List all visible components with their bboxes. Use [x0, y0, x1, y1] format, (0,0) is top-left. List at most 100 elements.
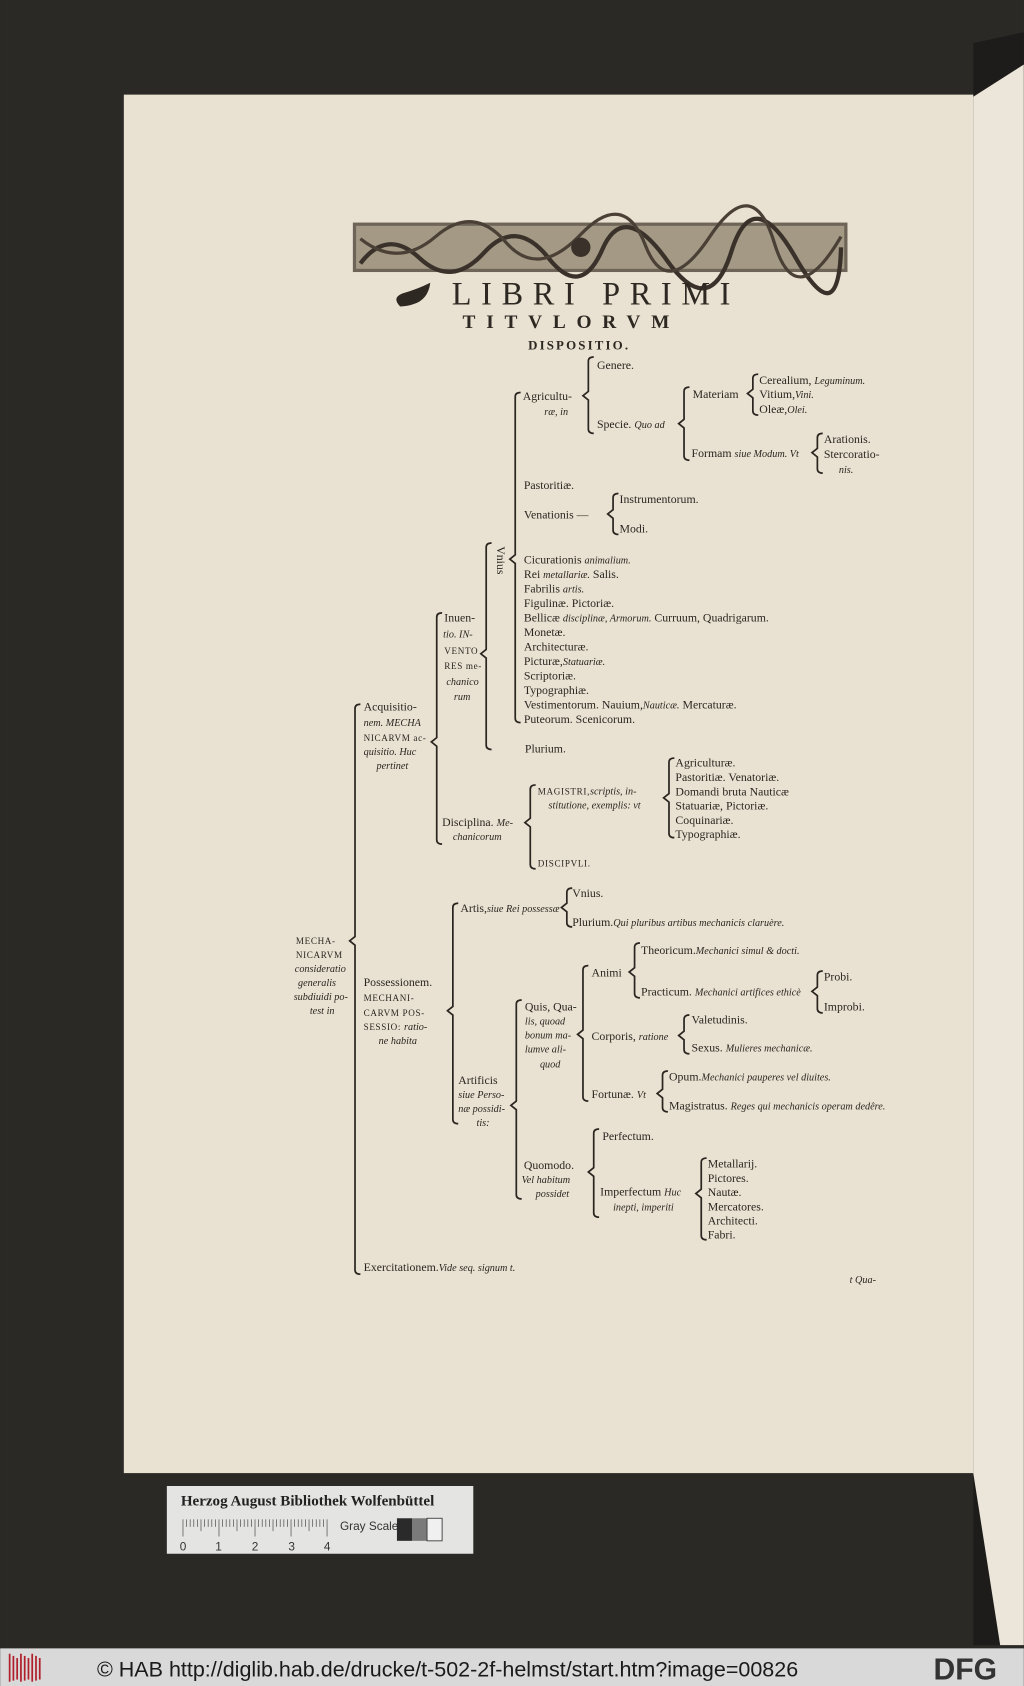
brace	[586, 1128, 600, 1219]
node-animi: Animi	[592, 965, 623, 979]
node-text: ne habita	[379, 1036, 417, 1047]
node-text: test in	[310, 1006, 335, 1017]
node-imperfectum: Imperfectum Huc	[600, 1185, 681, 1199]
brace	[677, 1014, 690, 1055]
node-probi: Probi.	[824, 970, 853, 984]
node-valetudinis: Valetudinis.	[692, 1013, 748, 1027]
list-item: Bellicæ disciplinæ, Armorum. Curruum, Qu…	[524, 610, 769, 624]
brace	[746, 373, 759, 416]
node-text: CARVM POS-	[364, 1008, 425, 1018]
brace	[606, 492, 619, 536]
facing-page-edge	[973, 64, 1024, 1646]
node-venationis: Venationis —	[524, 507, 589, 521]
gray-scale-label: Gray Scale	[340, 1519, 399, 1533]
brace	[655, 1070, 668, 1113]
node-text: lis, quoad	[525, 1017, 566, 1028]
gray-scale-swatch	[396, 1517, 443, 1542]
ruler-tick-label: 0	[180, 1540, 187, 1554]
node-disciplina-2: chanicorum	[453, 832, 502, 843]
list-item: Metallarij.	[708, 1157, 758, 1171]
node-artis: Artis,siue Rei possessæ	[460, 901, 559, 915]
node-text: NICARVM ac-	[364, 733, 427, 743]
brace	[581, 356, 594, 435]
node-magistratus: Magistratus. Reges qui mechanicis operam…	[669, 1099, 885, 1113]
node-text: siue Perso-	[458, 1090, 505, 1101]
node-sexus: Sexus. Mulieres mechanicæ.	[692, 1041, 813, 1055]
node-quomodo-3: possidet	[535, 1189, 571, 1200]
list-item: Nautæ.	[708, 1185, 742, 1199]
ruler-tick-label: 3	[288, 1540, 295, 1554]
synoptic-tree: MECHA- NICARVM consideratio generalis su…	[294, 358, 886, 1274]
node-text: Inuen-	[444, 610, 475, 624]
title-line-1: LIBRI PRIMI	[452, 275, 740, 311]
brace	[479, 542, 492, 751]
node-text: Specie.	[597, 417, 631, 431]
node-text: MECHANI-	[364, 993, 415, 1003]
brace	[446, 902, 459, 1125]
node-arationis: Arationis.	[824, 432, 871, 446]
node-genere: Genere.	[597, 358, 634, 372]
node-magistri-2: stitutione, exemplis: vt	[549, 801, 642, 812]
list-item: Fabrilis artis.	[524, 581, 584, 595]
list-item: Rei metallariæ. Salis.	[524, 567, 619, 581]
node-disciplina: Disciplina. Me-	[442, 815, 513, 829]
list-item: Mercatores.	[708, 1199, 764, 1213]
list-item: Puteorum. Scenicorum.	[524, 712, 635, 726]
node-discipuli: DISCIPVLI.	[538, 859, 591, 869]
node-fortunae: Fortunæ. Vt	[592, 1087, 648, 1101]
node-quomodo-2: Vel habitum	[522, 1175, 570, 1186]
node-text: VENTO	[444, 646, 478, 656]
brace	[694, 1157, 707, 1241]
node-specie: Specie. Quo ad	[597, 417, 666, 431]
list-item: Typographiæ.	[675, 827, 740, 841]
node-quomodo: Quomodo.	[524, 1158, 574, 1172]
node-materiam: Materiam	[693, 387, 739, 401]
node-plurium: Plurium.	[525, 742, 566, 756]
node-text: MECHA-	[296, 936, 336, 946]
ruler	[182, 1519, 328, 1537]
node-improbi: Improbi.	[824, 1000, 865, 1014]
scale-card: Herzog August Bibliothek Wolfenbüttel 0 …	[166, 1486, 474, 1554]
node-agricultura-2: ræ, in	[544, 407, 568, 418]
node-vitium: Vitium,Vini.	[759, 387, 814, 401]
node-opum: Opum.Mechanici pauperes vel diuites.	[669, 1070, 831, 1084]
node-nis: nis.	[839, 465, 853, 476]
brace	[509, 999, 522, 1200]
node-perfectum: Perfectum.	[602, 1129, 654, 1143]
node-text: consideratio	[295, 964, 346, 975]
brace	[677, 386, 690, 462]
node-text: tio. IN-	[443, 630, 473, 641]
ruler-tick-label: 1	[215, 1540, 222, 1554]
title-line-2: TITVLORVM	[463, 312, 681, 333]
node-text: quisitio. Huc	[364, 747, 417, 758]
node-acquisitio: Acquisitio- nem. MECHA NICARVM ac- quisi…	[364, 700, 427, 772]
node-oleae: Oleæ,Olei.	[759, 402, 807, 416]
node-text: Acquisitio-	[364, 700, 417, 714]
brace	[810, 970, 823, 1014]
node-formam: Formam siue Modum. Vt	[692, 446, 800, 460]
decorative-header-ornament	[352, 204, 848, 296]
list-item: Statuariæ, Pictoriæ.	[675, 799, 768, 813]
node-vnius-vertical: Vnius	[494, 546, 508, 575]
list-item: Fabri.	[708, 1228, 736, 1242]
list-item: Figulinæ. Pictoriæ.	[524, 596, 614, 610]
footer-copyright-link[interactable]: © HAB http://diglib.hab.de/drucke/t-502-…	[97, 1657, 798, 1681]
imperfectum-list: Metallarij.Pictores.Nautæ.Mercatores.Arc…	[708, 1157, 764, 1242]
node-text: næ possidi-	[458, 1104, 505, 1115]
brace	[627, 942, 640, 999]
node-text: quod	[540, 1060, 561, 1071]
list-item: Picturæ,Statuariæ.	[524, 654, 605, 668]
node-theoricum: Theoricum.Mechanici simul & docti.	[641, 943, 799, 957]
list-item: Monetæ.	[524, 625, 566, 639]
node-text: SESSIO: ratio-	[364, 1019, 428, 1033]
node-text: Possessionem.	[364, 975, 433, 989]
node-text: NICARVM	[296, 950, 343, 960]
fleuron-icon	[396, 282, 431, 307]
list-item: Domandi bruta Nauticæ	[675, 784, 789, 798]
magistri-list: Agriculturæ.Pastoritiæ. Venatoriæ.Domand…	[675, 756, 789, 842]
node-text: nem. MECHA	[364, 718, 422, 729]
node-artificis: Artificis siue Perso- næ possidi- tis:	[458, 1073, 505, 1129]
node-agricultura: Agricultu-	[523, 389, 572, 403]
node-instrumentorum: Instrumentorum.	[620, 492, 699, 506]
